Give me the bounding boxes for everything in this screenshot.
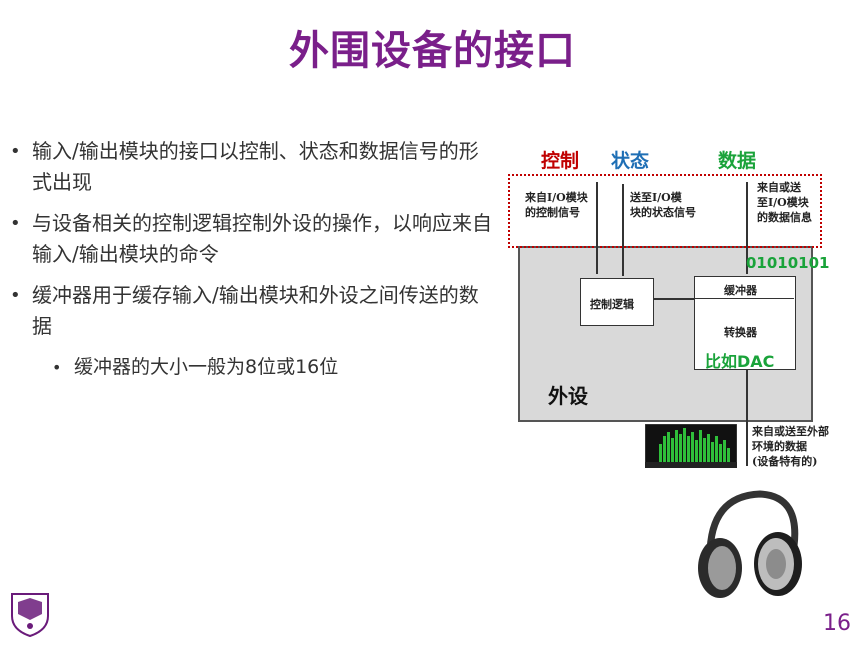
bullet-dot-icon: • [52,358,62,377]
logic-to-buffer-arrow [652,298,694,300]
status-arrow [622,184,624,276]
audio-meter-image [644,423,738,469]
bullet-item: • 与设备相关的控制逻辑控制外设的操作，以响应来自输入/输出模块的命令 [8,208,498,270]
buffer-text: 缓冲器 [724,284,757,297]
buffer-divider [694,298,794,299]
buffer-converter-box [694,276,796,370]
bullet-item: • 输入/输出模块的接口以控制、状态和数据信号的形式出现 [8,136,498,198]
external-data-text: 来自或送至外部 环境的数据 (设备特有的) [752,425,829,468]
signal-highlight-box [508,174,822,248]
bullet-dot-icon: • [10,213,21,234]
bullet-text: 缓冲器用于缓存输入/输出模块和外设之间传送的数据 [32,283,479,338]
dac-example: 比如DAC [705,352,775,371]
bullet-dot-icon: • [10,285,21,306]
bullet-text: 输入/输出模块的接口以控制、状态和数据信号的形式出现 [32,139,479,194]
label-data: 数据 [718,150,757,172]
university-logo [8,590,52,638]
signal-data-text: 来自或送 至I/O模块 的数据信息 [757,181,812,224]
control-logic-box [580,278,654,326]
page-number: 16 [823,611,851,636]
binary-example: 01010101 [746,254,830,272]
peripheral-label: 外设 [548,384,588,408]
converter-text: 转换器 [724,326,757,339]
data-arrow [746,182,748,274]
signal-status-text: 送至I/O模 块的状态信号 [630,191,696,219]
bullet-list: • 输入/输出模块的接口以控制、状态和数据信号的形式出现 • 与设备相关的控制逻… [8,136,498,383]
sub-bullet-item: • 缓冲器的大小一般为8位或16位 [8,352,498,383]
signal-control-text: 来自I/O模块 的控制信号 [525,191,588,219]
bullet-item: • 缓冲器用于缓存输入/输出模块和外设之间传送的数据 [8,280,498,342]
sub-bullet-text: 缓冲器的大小一般为8位或16位 [74,356,339,378]
slide-title: 外围设备的接口 [289,28,576,74]
label-status: 状态 [611,150,650,172]
control-arrow [596,182,598,274]
label-control: 控制 [541,150,580,172]
bullet-dot-icon: • [10,141,21,162]
headphones-image [690,486,810,606]
bullet-text: 与设备相关的控制逻辑控制外设的操作，以响应来自输入/输出模块的命令 [32,211,492,266]
control-logic-text: 控制逻辑 [590,298,634,311]
external-data-arrow [746,368,748,466]
